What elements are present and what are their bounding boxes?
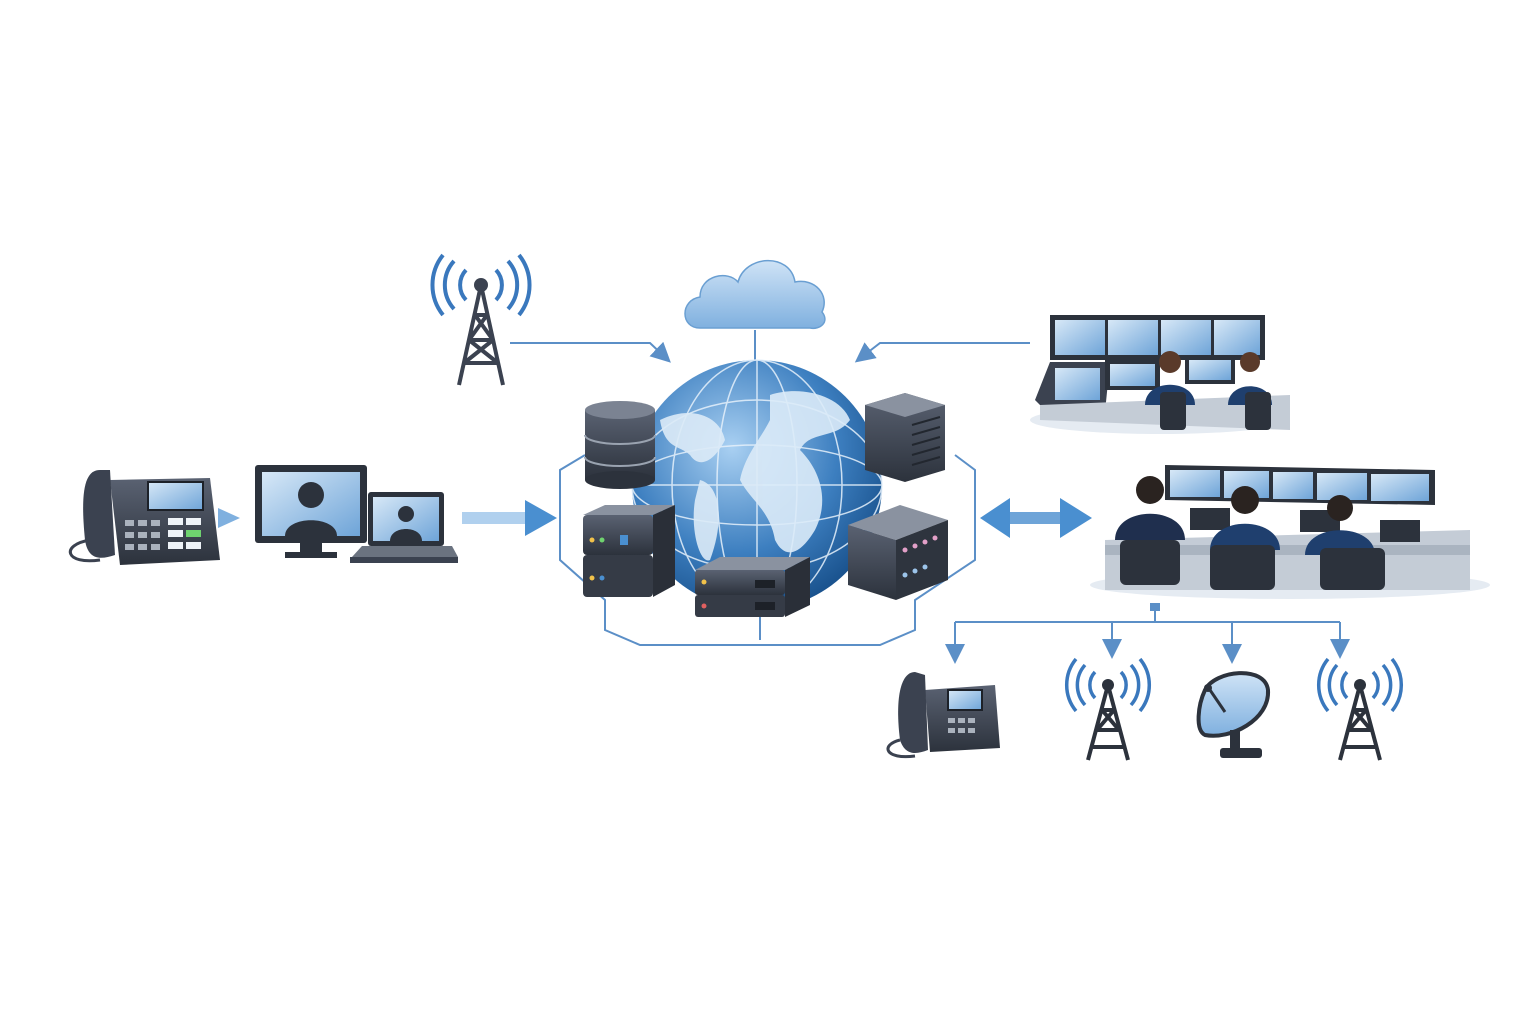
desk-phone-icon (68, 470, 220, 565)
globe-icon (631, 359, 883, 611)
desk-phone-icon (886, 672, 1000, 759)
cell-tower-icon (1065, 657, 1151, 761)
database-icon (584, 401, 656, 489)
bidirectional-arrow (980, 498, 1092, 538)
tower-to-hub-arrow (510, 341, 671, 363)
hub-ring-lines (559, 454, 976, 646)
control-room-to-hub-arrow (854, 342, 1030, 363)
network-appliance-icon (848, 505, 948, 600)
satellite-dish-icon (1196, 671, 1271, 758)
laptop-video-icon (350, 492, 458, 563)
router-icon (583, 505, 675, 597)
server-tower-icon (865, 393, 945, 482)
cell-tower-icon (1317, 657, 1403, 761)
dispatch-center-icon (1090, 465, 1490, 599)
control-room-icon (1030, 315, 1290, 434)
video-monitor-icon (255, 465, 367, 558)
left-to-hub-arrow (218, 500, 557, 536)
cloud-icon (684, 259, 826, 330)
switch-icon (695, 557, 810, 617)
cell-tower-icon (430, 253, 532, 386)
distribution-tree (945, 603, 1350, 664)
